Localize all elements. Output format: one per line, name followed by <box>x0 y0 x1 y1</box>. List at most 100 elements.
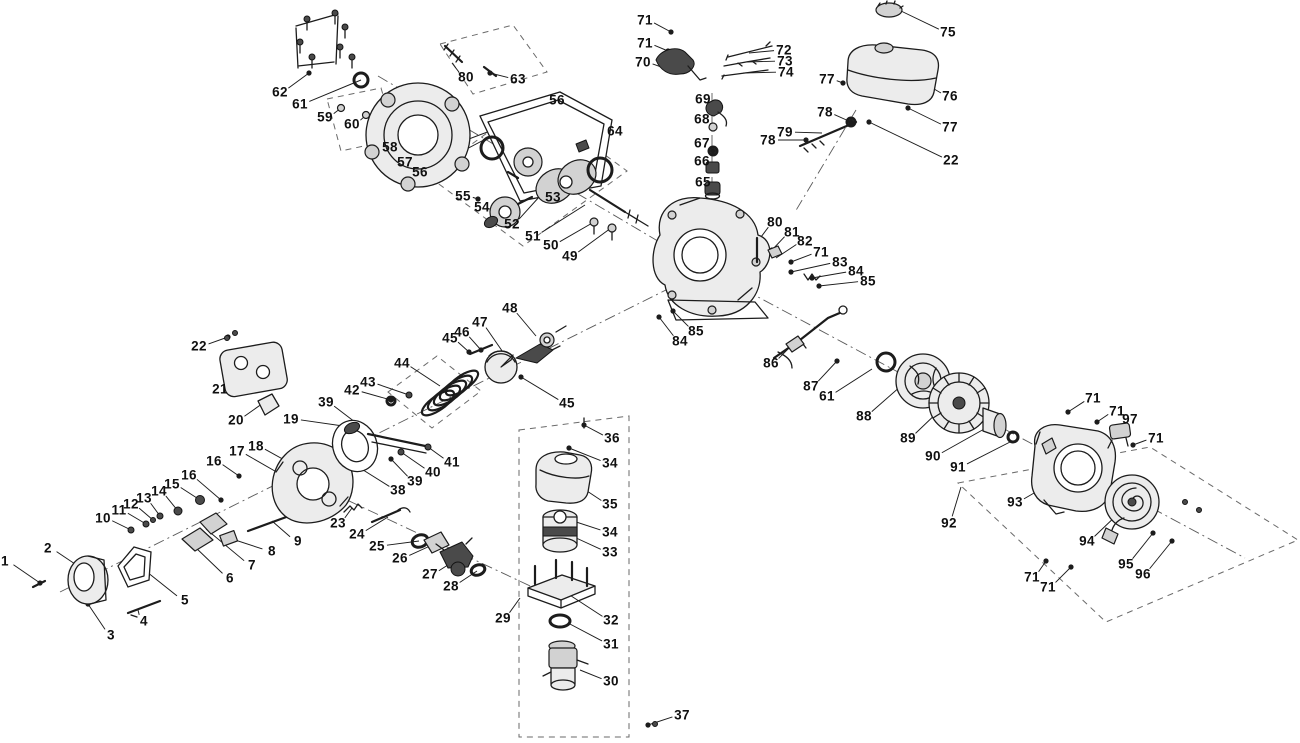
callout-23: 23 <box>330 515 346 531</box>
callout-leader-46 <box>468 336 482 351</box>
callout-43: 43 <box>360 374 376 390</box>
callout-90: 90 <box>925 448 941 464</box>
callout-6: 6 <box>226 570 234 586</box>
callout-leader-72 <box>748 50 775 54</box>
callout-71: 71 <box>637 12 653 28</box>
callout-86: 86 <box>763 355 779 371</box>
muffler-illustration <box>31 546 162 618</box>
centerlines-and-group-boxes <box>13 10 1300 738</box>
callout-3: 3 <box>107 627 115 643</box>
callout-61: 61 <box>819 388 835 404</box>
callout-leader-31 <box>567 622 603 642</box>
callout-78: 78 <box>817 104 833 120</box>
callout-leader-22 <box>868 121 943 158</box>
callout-leader-30 <box>579 669 602 680</box>
callout-81: 81 <box>784 224 800 240</box>
callout-leader-96 <box>1149 540 1173 570</box>
callout-85: 85 <box>860 273 876 289</box>
callout-11: 11 <box>111 502 127 518</box>
callout-91: 91 <box>950 459 966 475</box>
callout-34: 34 <box>602 455 618 471</box>
callout-leader-36 <box>583 424 604 436</box>
callout-leader-16 <box>222 464 240 477</box>
callout-39: 39 <box>318 394 334 410</box>
callout-leader-95 <box>1132 532 1154 560</box>
callout-71: 71 <box>1024 569 1040 585</box>
callout-84: 84 <box>672 333 688 349</box>
fastener-glyph-77 <box>840 80 846 86</box>
callout-74: 74 <box>778 64 794 80</box>
callout-16: 16 <box>181 467 197 483</box>
callout-55: 55 <box>455 188 471 204</box>
callout-73: 73 <box>777 53 793 69</box>
callout-19: 19 <box>283 411 299 427</box>
callout-79: 79 <box>777 124 793 140</box>
callout-36: 36 <box>604 430 620 446</box>
callout-92: 92 <box>941 515 957 531</box>
callout-leader-71 <box>790 253 812 263</box>
fastener-glyph-77 <box>905 105 911 111</box>
fastener-glyph-71 <box>1068 564 1074 570</box>
callout-leader-40 <box>400 451 425 469</box>
callout-80: 80 <box>767 214 783 230</box>
callout-63: 63 <box>510 71 526 87</box>
callout-20: 20 <box>228 412 244 428</box>
callout-60: 60 <box>344 116 360 132</box>
callout-71: 71 <box>1148 430 1164 446</box>
cylinder-head-illustration <box>127 330 432 552</box>
callout-25: 25 <box>369 538 385 554</box>
callout-77: 77 <box>819 71 835 87</box>
callout-37: 37 <box>674 707 690 723</box>
callout-leader-37 <box>647 716 673 726</box>
callout-89: 89 <box>900 430 916 446</box>
callout-45: 45 <box>442 330 458 346</box>
callout-leader-3 <box>87 603 106 630</box>
callout-leader-1 <box>13 564 41 584</box>
callout-52: 52 <box>504 216 520 232</box>
crankshaft-camshaft-illustration <box>483 139 649 241</box>
callout-leader-61 <box>835 368 873 393</box>
fastener-glyph-71 <box>668 29 674 35</box>
fastener-glyph-96 <box>1169 538 1175 544</box>
crankcase-illustration <box>652 197 821 321</box>
callout-14: 14 <box>151 483 167 499</box>
callout-97: 97 <box>1122 411 1138 427</box>
callout-leader-39 <box>390 458 408 477</box>
callout-76: 76 <box>942 88 958 104</box>
callout-53: 53 <box>545 189 561 205</box>
callout-leader-48 <box>516 312 537 337</box>
fastener-glyph-95 <box>1150 530 1156 536</box>
callout-47: 47 <box>472 314 488 330</box>
callout-59: 59 <box>317 109 333 125</box>
callout-5: 5 <box>181 592 189 608</box>
callout-15: 15 <box>164 476 180 492</box>
callout-8: 8 <box>268 543 276 559</box>
callout-71: 71 <box>1040 579 1056 595</box>
fastener-glyph-84 <box>656 314 662 320</box>
callout-27: 27 <box>422 566 438 582</box>
callout-64: 64 <box>607 123 623 139</box>
callout-44: 44 <box>394 355 410 371</box>
fastener-glyph-71 <box>1065 409 1071 415</box>
callout-46: 46 <box>454 324 470 340</box>
air-cleaner-group-box <box>518 415 630 738</box>
fastener-glyph-71 <box>1043 558 1049 564</box>
callout-leader-83 <box>790 262 831 273</box>
callout-22: 22 <box>943 152 959 168</box>
callout-38: 38 <box>390 482 406 498</box>
fastener-glyph-62 <box>306 70 312 76</box>
callout-leader-61 <box>309 79 362 102</box>
callout-93: 93 <box>1007 494 1023 510</box>
callout-42: 42 <box>344 382 360 398</box>
callout-87: 87 <box>803 378 819 394</box>
fastener-glyph-71 <box>1094 419 1100 425</box>
callout-leader-9 <box>271 520 291 538</box>
callout-leader-84 <box>811 271 847 279</box>
callout-41: 41 <box>444 454 460 470</box>
callout-12: 12 <box>123 496 139 512</box>
callout-leader-4 <box>137 609 140 615</box>
callout-leader-44 <box>410 366 441 387</box>
fastener-glyph-83 <box>788 269 794 275</box>
